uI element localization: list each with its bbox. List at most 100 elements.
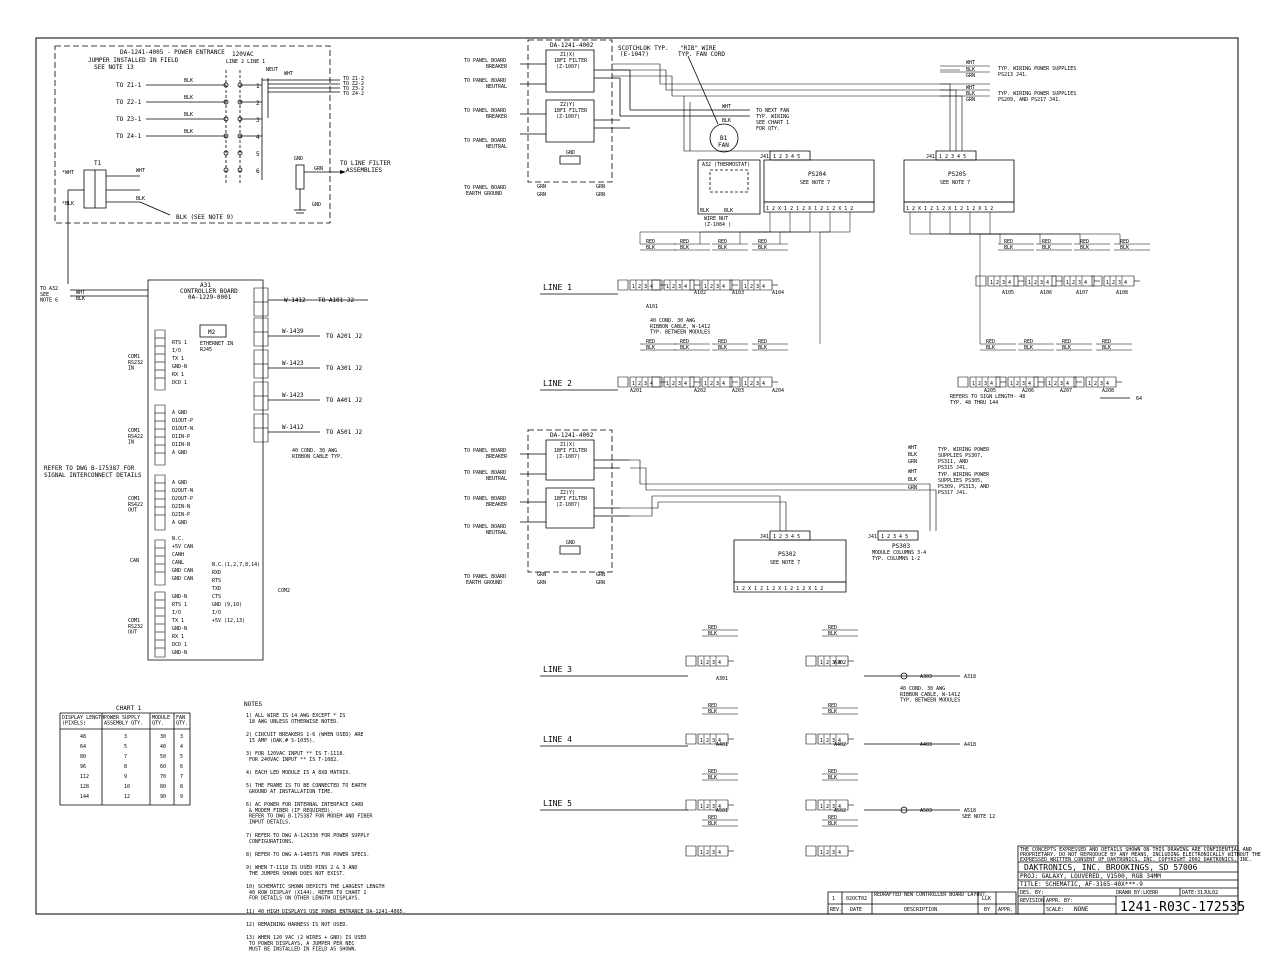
chart1-cell-0-1: 3	[124, 734, 127, 740]
svg-text:D1IN-N: D1IN-N	[172, 442, 190, 448]
svg-text:PS204: PS204	[808, 171, 826, 178]
svg-text:BLK: BLK	[908, 452, 917, 458]
svg-text:1 2 3 4: 1 2 3 4	[700, 850, 721, 856]
chart1-cell-3-2: 60	[160, 764, 166, 770]
svg-text:BLK: BLK	[708, 709, 717, 715]
svg-text:RED: RED	[828, 769, 837, 775]
svg-text:BLK: BLK	[184, 95, 193, 101]
fan-icon	[710, 124, 738, 152]
power-entrance-lines: LINE 2 LINE 1	[226, 59, 265, 65]
module-a101: A101	[646, 304, 658, 310]
svg-text:GND-N: GND-N	[172, 650, 187, 656]
svg-text:RED: RED	[708, 625, 717, 631]
chart1-cell-5-3: 8	[180, 784, 183, 790]
svg-text:BLK: BLK	[184, 78, 193, 84]
svg-text:1 2 3 4: 1 2 3 4	[1010, 381, 1031, 387]
drawing-number: 1241-R03C-172535	[1120, 900, 1245, 915]
svg-text:RED: RED	[1024, 339, 1033, 345]
svg-text:TO Z2-2: TO Z2-2	[343, 81, 364, 87]
module-a418: A418	[964, 742, 976, 748]
line-filter-top: DA-1241-4002 Z1(X) 1BFI FILTER (Z-1007) …	[464, 40, 630, 198]
svg-text:1 2 3 4: 1 2 3 4	[700, 660, 721, 666]
cable-dest-2: TO A201 J2	[326, 333, 363, 340]
to-line-filter: TO LINE FILTER	[340, 160, 391, 167]
module-a502: A502	[834, 808, 846, 814]
svg-text:GRN: GRN	[908, 459, 917, 465]
svg-text:TXD: TXD	[212, 586, 221, 592]
svg-text:TO PANEL BOARD: TO PANEL BOARD	[464, 470, 506, 476]
svg-text:CANH: CANH	[172, 552, 184, 558]
svg-text:GRN: GRN	[596, 572, 605, 578]
cable-2: W-1439	[282, 328, 304, 335]
svg-text:D2OUT-P: D2OUT-P	[172, 496, 193, 502]
chart-1: CHART 1 DISPLAY LENGTH(PIXELS)POWER SUPP…	[60, 705, 190, 805]
svg-text:BLK: BLK	[908, 477, 917, 483]
svg-text:GRN: GRN	[596, 580, 605, 586]
svg-text:TO PANEL BOARD: TO PANEL BOARD	[464, 108, 506, 114]
note-6: 6) AC POWER FOR INTERNAL INTERFACE CARD …	[246, 802, 373, 825]
svg-text:GRN: GRN	[966, 73, 975, 79]
svg-text:D1IN-P: D1IN-P	[172, 434, 190, 440]
module-block-row2-7: 1 2 3 4	[1074, 377, 1122, 387]
line-5-label: LINE 5	[543, 799, 572, 808]
svg-text:NEUTRAL: NEUTRAL	[486, 476, 507, 482]
svg-text:SUPPLIES PS307,: SUPPLIES PS307,	[938, 453, 983, 459]
svg-text:5: 5	[256, 151, 260, 158]
chart1-cell-6-2: 90	[160, 794, 166, 800]
svg-text:RED: RED	[828, 815, 837, 821]
svg-text:J41: J41	[760, 154, 769, 160]
svg-text:Z1(X): Z1(X)	[560, 442, 575, 448]
svg-text:GND CAN: GND CAN	[172, 576, 193, 582]
svg-text:GRN: GRN	[966, 97, 975, 103]
svg-text:*WHT: *WHT	[62, 170, 74, 176]
svg-text:1 2 3 4 5: 1 2 3 4 5	[773, 534, 800, 540]
svg-text:RED: RED	[1102, 339, 1111, 345]
svg-text:N.C.: N.C.	[172, 536, 184, 542]
svg-text:DCD 1: DCD 1	[172, 380, 187, 386]
module-block-col-7: 1 2 3 4	[806, 846, 854, 856]
module-a301: A301	[716, 676, 728, 682]
svg-text:1 2 3 4: 1 2 3 4	[1028, 280, 1049, 286]
chart1-cell-2-3: 5	[180, 754, 183, 760]
svg-text:DATE: DATE	[850, 907, 862, 913]
svg-text:WHT: WHT	[966, 60, 975, 66]
notes-title: NOTES	[244, 701, 262, 708]
svg-text:PS311, AND: PS311, AND	[938, 459, 968, 465]
svg-text:A32 (THERMOSTAT): A32 (THERMOSTAT)	[702, 162, 750, 168]
svg-text:6: 6	[256, 168, 260, 175]
svg-text:PS303: PS303	[892, 543, 910, 550]
svg-text:SEE NOTE 7: SEE NOTE 7	[940, 180, 970, 186]
svg-text:Z2(Y): Z2(Y)	[560, 102, 575, 108]
power-supply-ps204: PS204 SEE NOTE 7 J41 1 2 3 4 5 1 2 X 1 2…	[760, 151, 874, 212]
svg-text:A GND: A GND	[172, 410, 187, 416]
svg-text:TO PANEL BOARD: TO PANEL BOARD	[464, 574, 506, 580]
module-a106: A106	[1040, 290, 1052, 296]
svg-text:RED: RED	[708, 769, 717, 775]
controller-board: A31 CONTROLLER BOARD 0A-1229-0001 M2 ETH…	[40, 280, 368, 660]
power-supply-ps303: J41 1 2 3 4 5 PS303 MODULE COLUMNS 3-4 T…	[868, 531, 926, 562]
svg-text:TO PANEL BOARD: TO PANEL BOARD	[464, 524, 506, 530]
cable-dest-3: TO A301 J2	[326, 365, 363, 372]
cable-dest-1: TO A101 J2	[318, 297, 355, 304]
module-a202: A202	[694, 388, 706, 394]
svg-text:WHT: WHT	[908, 445, 917, 451]
note-13: 13) WHEN 120 VAC (2 WIRES + GND) IS USED…	[246, 935, 366, 953]
svg-text:GND: GND	[566, 150, 575, 156]
rev-date: 02OCT02	[846, 896, 867, 902]
svg-text:NEUTRAL: NEUTRAL	[486, 84, 507, 90]
rev-number: 1	[832, 896, 835, 902]
svg-text:BLK: BLK	[722, 118, 731, 124]
svg-text:Z2(Y): Z2(Y)	[560, 490, 575, 496]
svg-text:1 2 3 4: 1 2 3 4	[820, 850, 841, 856]
fan-section: SCOTCHLOK TYP. (E-1047) "RIB" WIRE TYP. …	[618, 45, 789, 228]
svg-text:1 2 3 4: 1 2 3 4	[820, 804, 841, 810]
svg-text:TO PANEL BOARD: TO PANEL BOARD	[464, 448, 506, 454]
chart1-cell-4-0: 112	[80, 774, 89, 780]
svg-text:PS315 J41.: PS315 J41.	[938, 465, 968, 471]
